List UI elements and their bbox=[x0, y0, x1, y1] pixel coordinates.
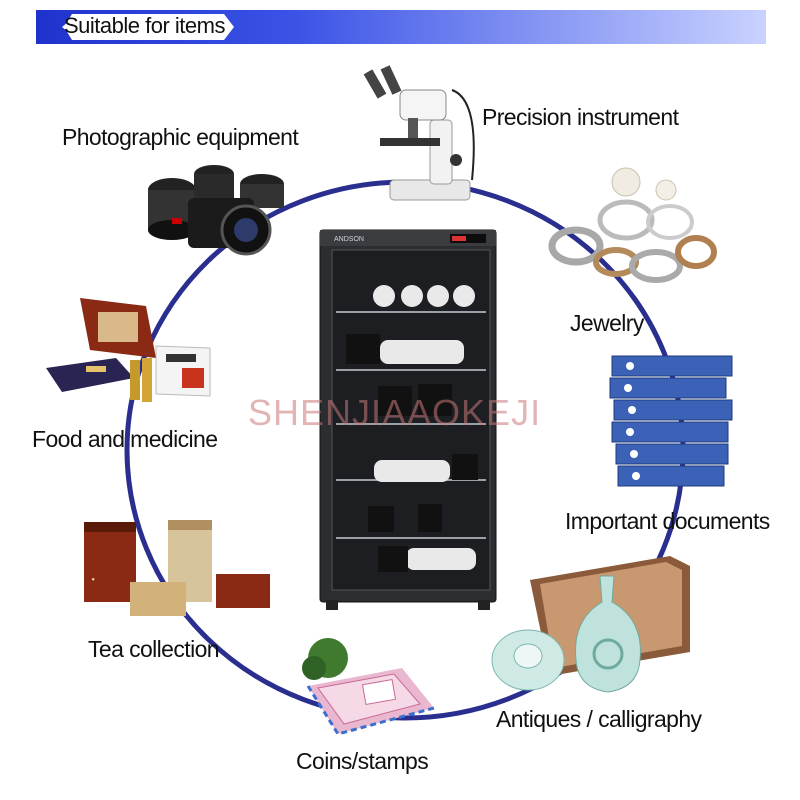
tea-image: · bbox=[84, 520, 270, 616]
microscope-image bbox=[363, 65, 475, 201]
label-antiques-calligraphy: Antiques / calligraphy bbox=[496, 706, 702, 732]
coins-stamps-image bbox=[302, 638, 435, 736]
header-banner bbox=[36, 10, 766, 44]
documents-image bbox=[609, 355, 733, 487]
label-important-documents: Important documents bbox=[565, 508, 770, 534]
jewelry-image bbox=[548, 167, 717, 283]
label-tea-collection: Tea collection bbox=[88, 636, 220, 662]
food-medicine-image bbox=[46, 298, 211, 402]
label-food-medicine: Food and medicine bbox=[32, 426, 218, 452]
watermark: SHENJIAAOKEJI bbox=[248, 392, 542, 433]
cabinet-brand: ANDSON bbox=[334, 236, 364, 243]
svg-text:·: · bbox=[90, 567, 96, 591]
label-photographic-equipment: Photographic equipment bbox=[62, 124, 299, 150]
label-precision-instrument: Precision instrument bbox=[482, 104, 679, 130]
label-jewelry: Jewelry bbox=[570, 310, 644, 336]
dry-cabinet-image: ANDSON bbox=[319, 229, 497, 610]
banner-title: Suitable for items bbox=[64, 13, 225, 38]
camera-image bbox=[148, 165, 284, 256]
label-coins-stamps: Coins/stamps bbox=[296, 748, 429, 774]
antiques-image bbox=[491, 556, 690, 693]
